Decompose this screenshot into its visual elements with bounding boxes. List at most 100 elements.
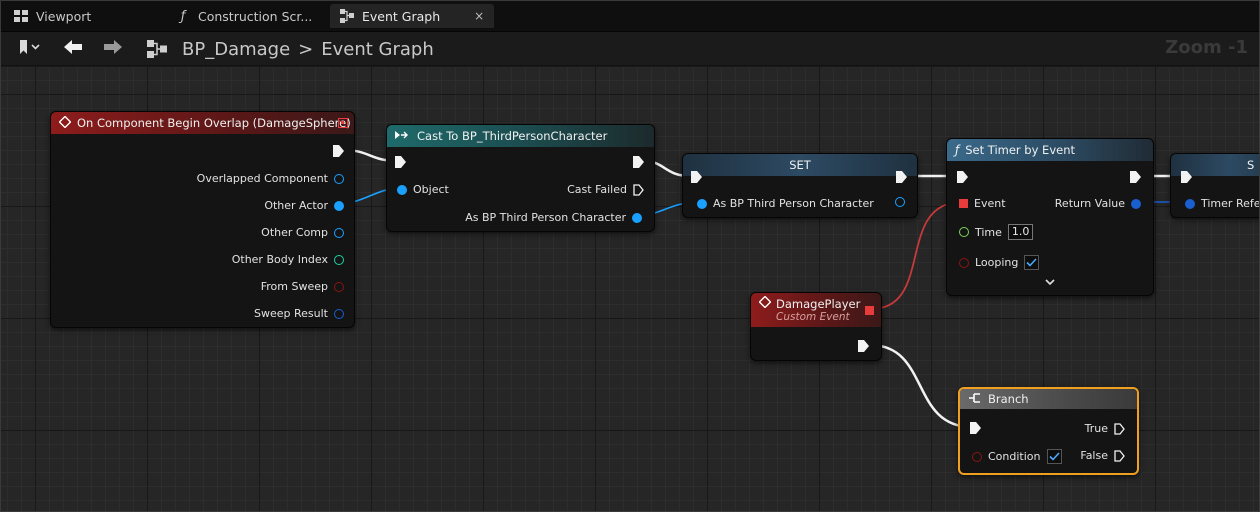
node-title: Cast To BP_ThirdPersonCharacter — [417, 129, 608, 143]
breadcrumb-blueprint[interactable]: BP_Damage — [182, 38, 291, 60]
exec-out-pin[interactable] — [858, 340, 869, 352]
object-pin-icon — [334, 200, 344, 211]
node-title: Branch — [988, 392, 1029, 406]
pin-false[interactable]: False — [1080, 449, 1125, 462]
pin-label: Overlapped Component — [196, 172, 328, 185]
graph-toolbar: BP_Damage > Event Graph Zoom -1 — [0, 32, 1260, 66]
node-subtitle: Custom Event — [776, 311, 850, 323]
pin-label: Condition — [988, 450, 1041, 463]
pin-other-body-index[interactable]: Other Body Index — [232, 253, 344, 266]
pin-overlapped-component[interactable]: Overlapped Component — [197, 172, 344, 185]
set-variable-node[interactable]: SET As BP Third Person Character — [682, 153, 918, 218]
exec-out-pin[interactable] — [1130, 171, 1141, 183]
breadcrumb-separator: > — [298, 38, 314, 60]
forward-button[interactable] — [102, 38, 124, 60]
exec-out-pin[interactable] — [896, 171, 907, 183]
tab-viewport[interactable]: Viewport — [4, 4, 101, 28]
cast-node[interactable]: Cast To BP_ThirdPersonCharacter Object C… — [386, 124, 655, 232]
pin-object[interactable]: Object — [397, 183, 449, 196]
pin-cast-failed[interactable]: Cast Failed — [567, 183, 644, 196]
object-pin-icon — [397, 184, 407, 195]
pin-label: From Sweep — [260, 280, 328, 293]
exec-out-pin[interactable] — [333, 145, 344, 157]
exec-in-pin[interactable] — [957, 171, 968, 183]
pin-timer-ref[interactable]: Timer Refe — [1185, 197, 1260, 210]
pin-label: Object — [413, 183, 449, 196]
pin-looping[interactable]: Looping — [959, 255, 1040, 270]
exec-out-pin[interactable] — [633, 156, 644, 168]
node-header: On Component Begin Overlap (DamageSphere… — [51, 112, 354, 134]
cast-arrows-icon — [395, 129, 411, 143]
exec-in-pin[interactable] — [395, 156, 406, 168]
pin-label: Cast Failed — [567, 183, 627, 196]
pin-as-character[interactable]: As BP Third Person Character — [465, 211, 642, 224]
struct-pin-icon — [1185, 198, 1195, 209]
breadcrumb-graph: Event Graph — [321, 38, 434, 60]
struct-pin-icon — [1131, 198, 1141, 209]
bookmark-dropdown-button[interactable] — [12, 38, 46, 60]
condition-checkbox[interactable] — [1046, 449, 1062, 464]
bookmark-icon — [18, 39, 40, 59]
struct-pin-icon — [334, 308, 344, 319]
branch-icon — [968, 392, 982, 407]
pin-condition[interactable]: Condition — [972, 449, 1062, 464]
object-pin-icon — [334, 227, 344, 238]
pin-label: Other Actor — [264, 199, 328, 212]
event-graph-icon — [340, 9, 354, 23]
pin-sweep-result[interactable]: Sweep Result — [254, 307, 344, 320]
close-icon[interactable]: × — [474, 9, 485, 23]
function-icon: ƒ — [180, 8, 186, 24]
delegate-pin[interactable] — [338, 118, 348, 128]
custom-event-node[interactable]: DamagePlayer Custom Event — [750, 292, 882, 361]
pin-time[interactable]: Time 1.0 — [959, 224, 1034, 240]
object-pin-icon — [697, 198, 707, 209]
tab-event-graph[interactable]: Event Graph × — [330, 4, 495, 28]
bool-pin-icon — [972, 451, 982, 462]
exec-in-pin[interactable] — [970, 422, 981, 434]
exec-in-pin[interactable] — [1181, 171, 1192, 183]
tab-label: Viewport — [36, 8, 92, 24]
zoom-level: Zoom -1 — [1165, 37, 1248, 58]
arrow-left-icon — [63, 39, 83, 59]
breadcrumb: BP_Damage > Event Graph — [182, 36, 434, 62]
pin-label: Sweep Result — [254, 307, 328, 320]
pin-return-value[interactable]: Return Value — [1055, 197, 1141, 210]
node-header: SET — [683, 154, 917, 176]
pin-from-sweep[interactable]: From Sweep — [261, 280, 344, 293]
pin-label: As BP Third Person Character — [465, 211, 626, 224]
node-title: DamagePlayer — [776, 296, 861, 311]
delegate-out-pin[interactable] — [865, 306, 874, 315]
node-header: Branch — [960, 389, 1137, 409]
tab-bar: Viewport ƒ Construction Scr... Event Gra… — [0, 0, 1260, 32]
node-title: Set Timer by Event — [965, 143, 1076, 157]
node-header: Cast To BP_ThirdPersonCharacter — [387, 125, 654, 147]
time-value-input[interactable]: 1.0 — [1007, 224, 1034, 240]
pin-label: Return Value — [1054, 197, 1125, 210]
pin-event[interactable]: Event — [959, 197, 1006, 210]
pin-true[interactable]: True — [1085, 422, 1125, 435]
pin-label: Other Comp — [261, 226, 328, 239]
pin-label: Event — [974, 197, 1006, 210]
bool-pin-icon — [959, 257, 969, 268]
expand-chevron-icon[interactable] — [947, 279, 1153, 286]
event-diamond-icon — [58, 115, 72, 131]
overlap-event-node[interactable]: On Component Begin Overlap (DamageSphere… — [50, 111, 355, 328]
pin-other-comp[interactable]: Other Comp — [261, 226, 344, 239]
pin-as-character-in[interactable]: As BP Third Person Character — [697, 197, 874, 210]
back-button[interactable] — [62, 38, 84, 60]
pin-as-character-out[interactable] — [895, 197, 905, 207]
partial-node[interactable]: S Timer Refe — [1170, 153, 1260, 218]
pin-label: Timer Refe — [1201, 197, 1260, 210]
looping-checkbox[interactable] — [1024, 255, 1040, 270]
pin-other-actor[interactable]: Other Actor — [264, 199, 344, 212]
object-pin-icon — [334, 173, 344, 184]
exec-in-pin[interactable] — [691, 171, 702, 183]
tab-construction-script[interactable]: ƒ Construction Scr... — [166, 4, 322, 28]
object-pin-icon — [895, 197, 905, 207]
bool-pin-icon — [334, 281, 344, 292]
function-icon: ƒ — [955, 143, 960, 157]
event-diamond-icon — [758, 295, 772, 311]
set-timer-node[interactable]: ƒ Set Timer by Event Event Return Value … — [946, 138, 1154, 296]
branch-node[interactable]: Branch True Condition False — [958, 387, 1139, 475]
node-title: S — [1247, 158, 1255, 172]
